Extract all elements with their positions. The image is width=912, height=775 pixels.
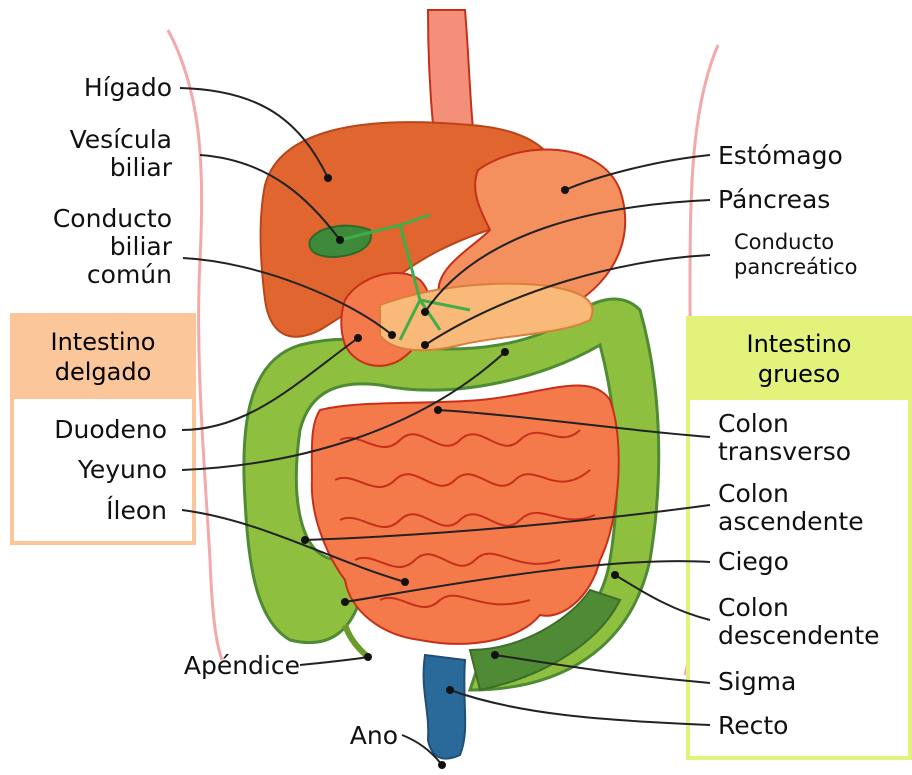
label-colon-transverso: Colontransverso <box>718 410 851 466</box>
large-intestine-header: Intestinogrueso <box>688 318 910 400</box>
label-sigma: Sigma <box>718 668 796 696</box>
large-intestine-line-2: grueso <box>747 359 852 389</box>
small-intestine <box>312 385 619 643</box>
label-colon-descendente-2: descendente <box>718 622 880 650</box>
small-intestine-header: Intestinodelgado <box>12 315 194 399</box>
label-conducto-biliar: Conductobiliarcomún <box>53 205 172 289</box>
label-vesicula-1: Vesícula <box>70 126 172 154</box>
label-colon-descendente: Colondescendente <box>718 594 880 650</box>
label-yeyuno: Yeyuno <box>78 456 167 484</box>
label-colon-descendente-1: Colon <box>718 594 880 622</box>
small-intestine-line-2: delgado <box>51 357 156 387</box>
label-colon-ascendente: Colonascendente <box>718 480 864 536</box>
label-colon-ascendente-2: ascendente <box>718 508 864 536</box>
label-vesicula: Vesículabiliar <box>70 126 172 182</box>
rectum <box>424 655 466 759</box>
label-pancreas: Páncreas <box>718 186 830 214</box>
appendix <box>345 625 368 657</box>
label-colon-transverso-2: transverso <box>718 438 851 466</box>
label-colon-transverso-1: Colon <box>718 410 851 438</box>
label-conducto-biliar-1: Conducto <box>53 205 172 233</box>
label-ano: Ano <box>350 722 398 750</box>
label-conducto-biliar-2: biliar <box>53 233 172 261</box>
label-ciego: Ciego <box>718 548 789 576</box>
label-duodeno: Duodeno <box>54 416 167 444</box>
label-apendice: Apéndice <box>184 652 300 680</box>
label-conducto-pancreatico-1: Conducto <box>734 230 857 255</box>
label-conducto-pancreatico-2: pancreático <box>734 255 857 280</box>
label-vesicula-2: biliar <box>70 154 172 182</box>
label-recto: Recto <box>718 712 788 740</box>
label-colon-ascendente-1: Colon <box>718 480 864 508</box>
label-estomago: Estómago <box>718 142 843 170</box>
label-conducto-biliar-3: común <box>53 261 172 289</box>
large-intestine-line-1: Intestino <box>747 329 852 359</box>
label-conducto-pancreatico: Conductopancreático <box>734 230 857 280</box>
label-higado: Hígado <box>84 74 172 102</box>
label-ileon: Íleon <box>106 497 167 525</box>
small-intestine-line-1: Intestino <box>51 327 156 357</box>
